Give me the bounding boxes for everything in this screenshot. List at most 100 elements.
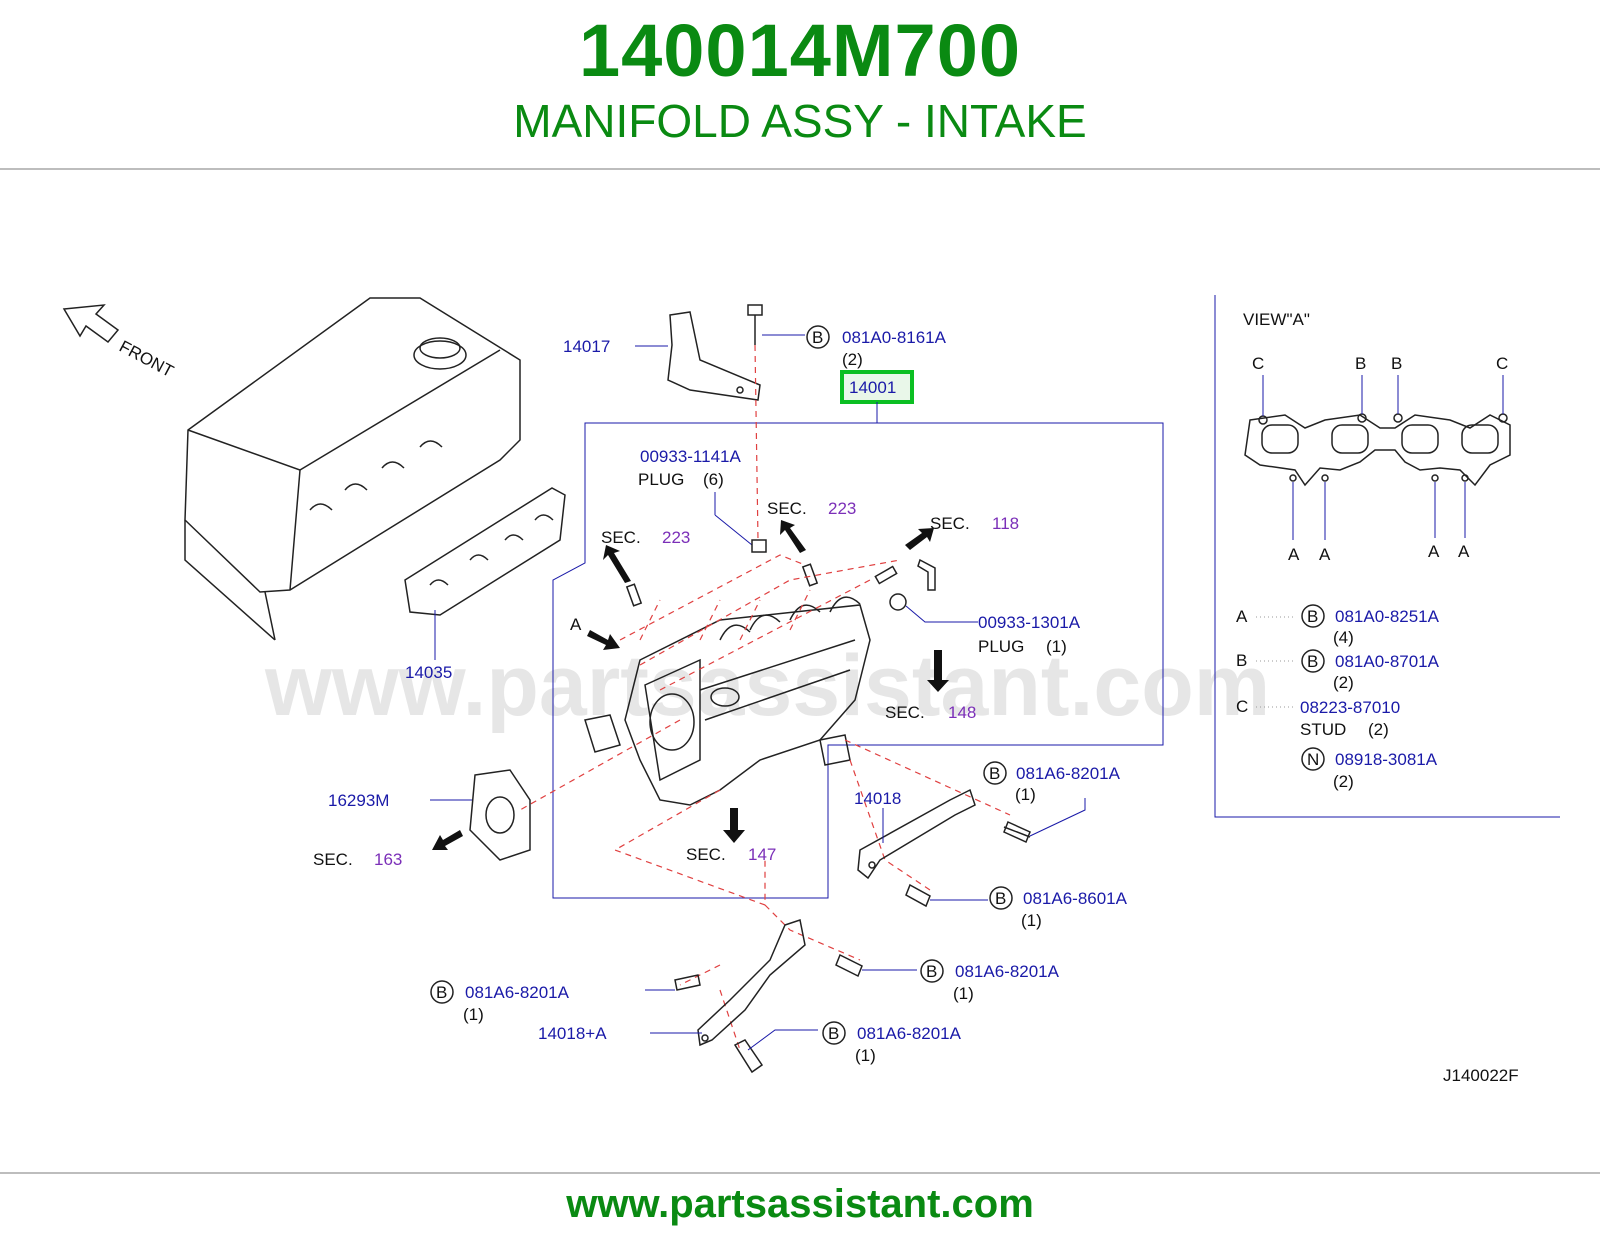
sec-label: SEC.: [601, 528, 641, 547]
divider-bottom: [0, 1172, 1600, 1174]
bolt-icon: [747, 304, 763, 345]
bolt-symbol: B: [436, 983, 447, 1002]
callout-bolt-a1-pn: 081A6-8201A: [1016, 764, 1121, 783]
section-arrow-icon: [603, 545, 631, 583]
sec-number: 147: [748, 845, 776, 864]
view-a-arrow-icon: [587, 630, 620, 650]
callout-bolt-a2-qty: (1): [953, 984, 974, 1003]
sec-number: 223: [662, 528, 690, 547]
assembly-dashed-lines: [519, 344, 1011, 1051]
bolt-icon: [1003, 820, 1031, 844]
gasket-14035-drawing: [404, 487, 566, 616]
bolt-symbol-icon: [920, 959, 944, 983]
callout-bolt-b-qty: (1): [1021, 911, 1042, 930]
legend-qty: (2): [1333, 673, 1354, 692]
watermark: www.partsassistant.com: [264, 638, 1270, 734]
gasket-16293m-drawing: [469, 769, 531, 861]
callout-plug2-qty: (1): [1046, 637, 1067, 656]
bolt-icon: [905, 883, 931, 908]
view-a-marker: A: [570, 615, 582, 634]
view-a-leader-lines: [1262, 375, 1504, 540]
view-a-bottom-label: A: [1428, 542, 1440, 561]
bolt-icon: [835, 953, 863, 978]
bolt-symbol: B: [926, 962, 937, 981]
section-arrow-icon: [723, 808, 745, 843]
hose-fitting-icon: [917, 558, 936, 591]
bolt-symbol-icon: [983, 761, 1007, 785]
legend-pn: 081A0-8701A: [1335, 652, 1440, 671]
bracket-14018-drawing: [857, 788, 976, 880]
callout-bolt-a4-pn: 081A6-8201A: [857, 1024, 962, 1043]
stud-icon: [874, 565, 898, 585]
leader-line: [905, 605, 978, 623]
part-number-title: 140014M700: [578, 9, 1022, 92]
callout-14018: 14018: [854, 789, 901, 808]
bolt-symbol: B: [995, 889, 1006, 908]
section-arrow-icon: [927, 650, 949, 692]
assembly-outline: [552, 422, 1164, 899]
part-name-subtitle: MANIFOLD ASSY - INTAKE: [513, 95, 1087, 147]
legend-symbol: N: [1307, 750, 1319, 769]
view-a-top-label: C: [1252, 354, 1264, 373]
stud-icon: [625, 583, 643, 607]
view-a-top-label: C: [1496, 354, 1508, 373]
callout-14035: 14035: [405, 663, 452, 682]
nut-symbol-icon: [1301, 747, 1325, 771]
bolt-symbol-icon: [822, 1021, 846, 1045]
view-a-bottom-label: A: [1458, 542, 1470, 561]
callout-14017: 14017: [563, 337, 610, 356]
callout-bolt-a3-qty: (1): [463, 1005, 484, 1024]
divider-top: [0, 168, 1600, 170]
leader-line: [747, 1029, 818, 1051]
sec-label: SEC.: [313, 850, 353, 869]
sec-label: SEC.: [686, 845, 726, 864]
callout-plug2-pn: 00933-1301A: [978, 613, 1081, 632]
bolt-symbol-icon: [1301, 604, 1325, 628]
callout-bolt-a3-pn: 081A6-8201A: [465, 983, 570, 1002]
sec-number: 118: [992, 514, 1019, 533]
section-arrow-icon: [432, 830, 463, 850]
drawing-code: J140022F: [1443, 1066, 1519, 1085]
bolt-symbol-icon: [430, 980, 454, 1004]
callout-plug1-name: PLUG: [638, 470, 684, 489]
bolt-symbol: B: [828, 1024, 839, 1043]
sec-label: SEC.: [767, 499, 807, 518]
legend-symbol: B: [1307, 652, 1318, 671]
sec-number: 148: [948, 703, 976, 722]
bolt-symbol: B: [812, 328, 823, 347]
callout-16293m: 16293M: [328, 791, 389, 810]
callout-bolt-a4-qty: (1): [855, 1046, 876, 1065]
callout-14018a: 14018+A: [538, 1024, 607, 1043]
leader-line: [1029, 798, 1086, 837]
legend-pn: 08918-3081A: [1335, 750, 1438, 769]
footer-website[interactable]: www.partsassistant.com: [566, 1182, 1034, 1226]
sec-number: 163: [374, 850, 402, 869]
bracket-14017-drawing: [667, 311, 761, 401]
callout-bolt-b-pn: 081A6-8601A: [1023, 889, 1128, 908]
legend-qty: (2): [1333, 772, 1354, 791]
header: 140014M700 MANIFOLD ASSY - INTAKE: [0, 0, 1600, 170]
engine-head-drawing: [184, 297, 521, 641]
view-a-frame: [1214, 295, 1560, 818]
callout-bolt-top-pn: 081A0-8161A: [842, 328, 947, 347]
highlight-box: [840, 370, 914, 404]
callout-plug2-name: PLUG: [978, 637, 1024, 656]
callout-plug1-pn: 00933-1141A: [640, 447, 741, 466]
sec-label: SEC.: [930, 514, 970, 533]
legend-key: B: [1236, 651, 1247, 670]
legend-pn: 081A0-8251A: [1335, 607, 1440, 626]
legend-symbol: B: [1307, 607, 1318, 626]
stud-icon: [801, 563, 819, 587]
callout-plug1-qty: (6): [703, 470, 724, 489]
sec-number: 223: [828, 499, 856, 518]
legend-qty: (2): [1368, 720, 1389, 739]
front-label: FRONT: [116, 337, 177, 381]
sec-label: SEC.: [885, 703, 925, 722]
view-a-top-label: B: [1355, 354, 1366, 373]
bracket-14018a-drawing: [697, 919, 806, 1047]
bolt-symbol-icon: [989, 886, 1013, 910]
section-arrow-icon: [905, 528, 934, 550]
front-arrow-icon: [62, 304, 120, 344]
view-a-title: VIEW"A": [1243, 310, 1310, 329]
callout-bolt-a1-qty: (1): [1015, 785, 1036, 804]
